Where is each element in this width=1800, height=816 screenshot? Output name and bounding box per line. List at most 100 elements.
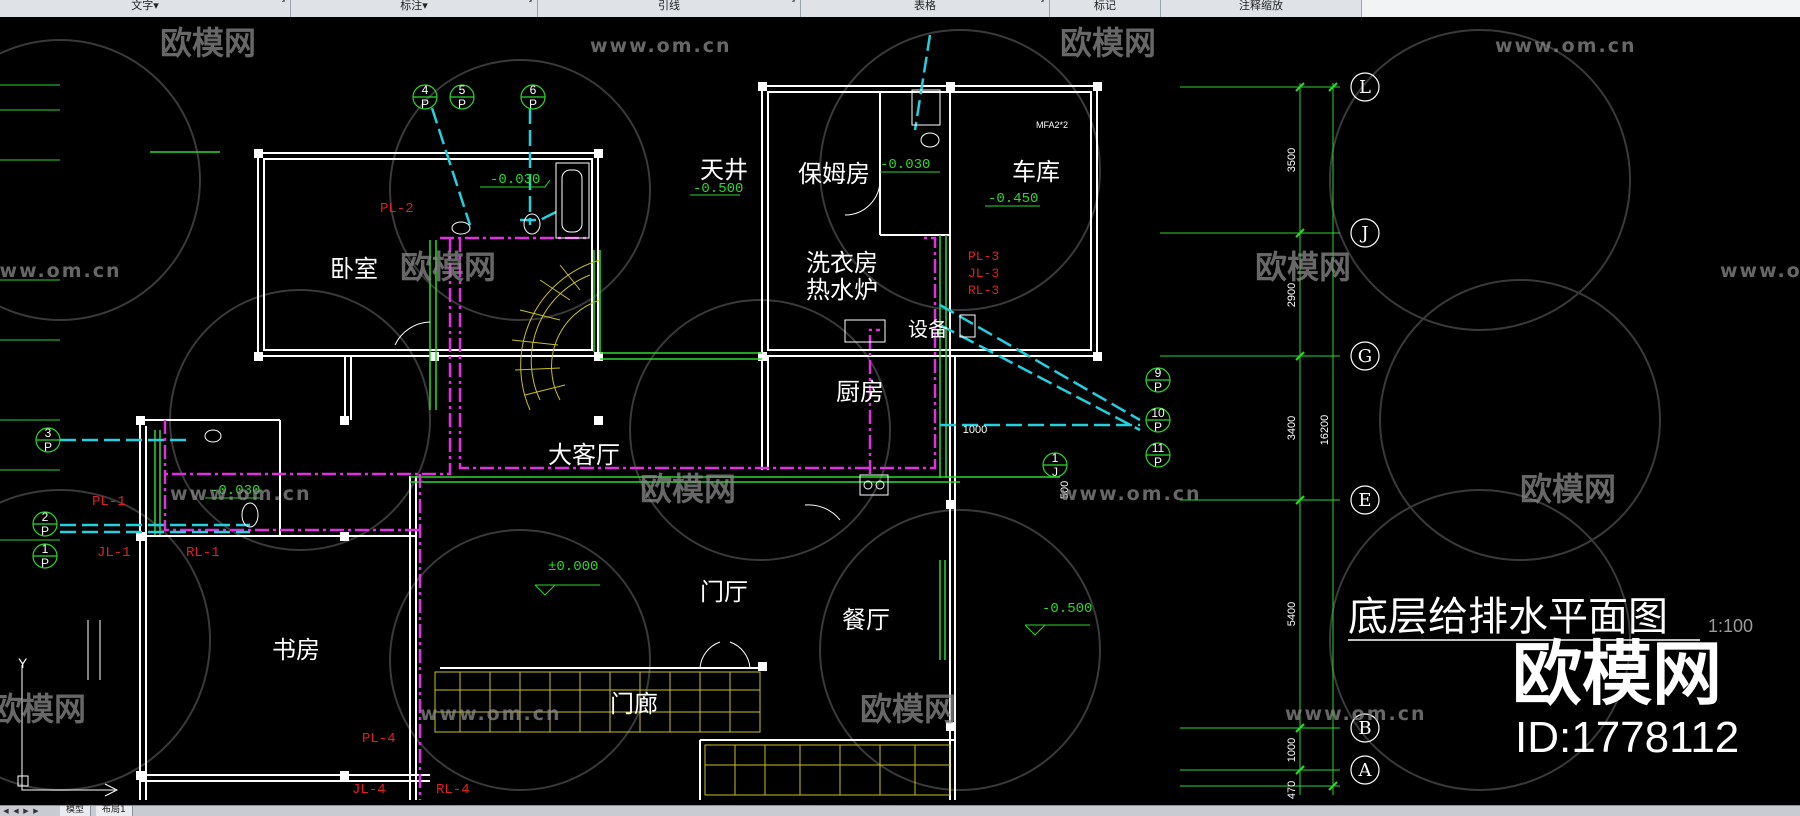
watermark-brand: 欧模网 bbox=[1060, 24, 1156, 62]
pipe-marker-type: P bbox=[41, 556, 49, 570]
ucs-y-label: Y bbox=[18, 655, 28, 671]
ribbon-panel-annotation-scaling[interactable]: 注释缩放 bbox=[1161, 0, 1362, 17]
pipe-marker-number: 1 bbox=[1052, 451, 1059, 465]
pipe-marker-number: 10 bbox=[1151, 406, 1165, 420]
elevation-label: -0.450 bbox=[988, 191, 1038, 207]
first-tab-icon[interactable]: ◀ bbox=[3, 807, 9, 815]
pipe-marker-number: 3 bbox=[45, 426, 52, 440]
ribbon-panel-label: 引线 bbox=[658, 0, 680, 12]
axis-label: G bbox=[1358, 346, 1372, 367]
dropdown-arrow-icon: ▾ bbox=[422, 0, 428, 12]
pipe-label: PL-3 bbox=[968, 249, 999, 264]
watermark-url: www.om.cn bbox=[1060, 483, 1202, 505]
watermark-url: www.om.cn bbox=[1720, 260, 1800, 282]
watermark-brand: 欧模网 bbox=[860, 690, 956, 728]
next-tab-icon[interactable]: ▶ bbox=[23, 807, 29, 815]
ribbon-panel-leader[interactable]: 引线 ↘ bbox=[538, 0, 801, 17]
pipe-depth-text: 500 bbox=[1059, 481, 1071, 499]
panel-launcher-icon[interactable]: ↘ bbox=[278, 0, 286, 5]
pipes-magenta bbox=[163, 236, 937, 800]
axis-label: E bbox=[1358, 490, 1371, 511]
porch-tiles bbox=[434, 671, 951, 796]
panel-launcher-icon[interactable]: ↘ bbox=[525, 0, 533, 5]
ribbon-panel-text[interactable]: 文字 ▾↘ bbox=[0, 0, 291, 17]
pipe-label: RL-1 bbox=[186, 545, 220, 561]
watermark-brand: 欧模网 bbox=[1520, 470, 1616, 508]
pipe-label: JL-1 bbox=[97, 545, 131, 561]
ribbon-panel-label: 表格 bbox=[914, 0, 936, 12]
ribbon-panel-table[interactable]: 表格 ↘ bbox=[801, 0, 1050, 17]
axis-label: J bbox=[1359, 223, 1368, 244]
pipe-label: RL-4 bbox=[436, 782, 470, 798]
pipe-label: PL-4 bbox=[362, 731, 396, 747]
room-label-porch: 门廊 bbox=[610, 690, 658, 718]
pipe-label: PL-1 bbox=[92, 494, 126, 510]
dimension-text: 3400 bbox=[1286, 416, 1298, 440]
last-tab-icon[interactable]: ▶ bbox=[33, 807, 39, 815]
ribbon-panel-label: 注释缩放 bbox=[1239, 0, 1283, 12]
axis-bubbles bbox=[1350, 72, 1380, 785]
room-label-laundry: 洗衣房 bbox=[806, 249, 878, 277]
watermark-url: www.om.cn bbox=[1495, 35, 1637, 57]
pipe-marker-number: 6 bbox=[530, 83, 537, 97]
dimension-text: 3500 bbox=[1286, 148, 1298, 172]
pipe-label: PL-2 bbox=[380, 201, 414, 217]
pipe-marker-type: P bbox=[44, 440, 52, 454]
ribbon-panel-label: 标注 bbox=[400, 0, 423, 12]
dimension-ticks bbox=[1295, 82, 1338, 791]
tab-layout1[interactable]: 布局1 bbox=[96, 806, 133, 816]
ribbon-empty-area bbox=[1362, 0, 1800, 17]
elevation-label: ±0.000 bbox=[548, 559, 598, 575]
pipe-marker-number: 4 bbox=[422, 83, 429, 97]
doors bbox=[87, 179, 881, 680]
drawing-canvas[interactable]: 卧室 天井 保姆房 车库 洗衣房 热水炉 设备 厨房 大客厅 门厅 餐厅 书房 … bbox=[0, 17, 1800, 810]
room-label-garage: 车库 bbox=[1012, 158, 1060, 186]
watermark-brand: 欧模网 bbox=[400, 248, 496, 286]
pipe-marker-type: P bbox=[1154, 455, 1162, 469]
dimension-text: 1000 bbox=[1286, 738, 1298, 762]
partition-lines bbox=[150, 151, 1060, 660]
floor-plan-drawing: 卧室 天井 保姆房 车库 洗衣房 热水炉 设备 厨房 大客厅 门厅 餐厅 书房 … bbox=[0, 24, 1800, 800]
axis-label: B bbox=[1358, 718, 1371, 739]
pipe-marker-type: P bbox=[41, 524, 49, 538]
ribbon-panel-label: 文字 bbox=[131, 0, 154, 12]
dimension-text: 5400 bbox=[1286, 602, 1298, 626]
watermark-circles bbox=[0, 29, 1661, 791]
room-label-courtyard: 天井 bbox=[700, 156, 748, 184]
ribbon-panel-markup[interactable]: 标记 bbox=[1050, 0, 1161, 17]
plumbing-fixtures bbox=[204, 89, 976, 528]
ribbon-panel-label: 标记 bbox=[1094, 0, 1116, 12]
elevation-label: -0.030 bbox=[490, 172, 540, 188]
pipe-marker-number: 2 bbox=[42, 510, 49, 524]
pipe-marker-number: 9 bbox=[1155, 366, 1162, 380]
panel-launcher-icon[interactable]: ↘ bbox=[788, 0, 796, 5]
watermark-brand: 欧模网 bbox=[160, 24, 256, 62]
watermark-brand: 欧模网 bbox=[0, 690, 86, 728]
pipe-label: JL-3 bbox=[968, 266, 999, 281]
spiral-stair bbox=[511, 259, 601, 411]
layout-tab-bar: ◀ ◀ ▶ ▶ 模型 布局1 bbox=[0, 805, 1800, 816]
tab-model[interactable]: 模型 bbox=[60, 806, 92, 816]
dimension-text: 470 bbox=[1286, 781, 1298, 799]
pipe-marker-circles bbox=[32, 84, 1171, 569]
pipe-marker-type: P bbox=[1154, 420, 1162, 434]
panel-launcher-icon[interactable]: ↘ bbox=[1037, 0, 1045, 5]
pipe-marker-type: J bbox=[1052, 465, 1058, 479]
room-label-boiler: 热水炉 bbox=[806, 276, 878, 304]
drawing-title: 底层给排水平面图 bbox=[1348, 594, 1668, 640]
dimension-total-text: 16200 bbox=[1319, 415, 1331, 446]
axis-label: L bbox=[1359, 77, 1371, 98]
watermark-big-brand: 欧模网 bbox=[1512, 633, 1722, 715]
pipe-marker-number: 5 bbox=[459, 83, 466, 97]
ribbon-panel-dimension[interactable]: 标注 ▾ ↘ bbox=[291, 0, 538, 17]
prev-tab-icon[interactable]: ◀ bbox=[13, 807, 19, 815]
watermark-url: www.om.cn bbox=[590, 35, 732, 57]
pipes-cyan bbox=[60, 34, 1141, 534]
pipe-marker-type: P bbox=[1154, 380, 1162, 394]
pipe-marker-type: P bbox=[529, 97, 537, 111]
fixture-tag: MFA2*2 bbox=[1036, 120, 1068, 130]
axis-grid bbox=[0, 83, 1340, 795]
watermark-url: www.om.cn bbox=[1285, 703, 1427, 725]
pipe-label: JL-4 bbox=[352, 782, 386, 798]
pipe-marker-number: 1 bbox=[42, 542, 49, 556]
